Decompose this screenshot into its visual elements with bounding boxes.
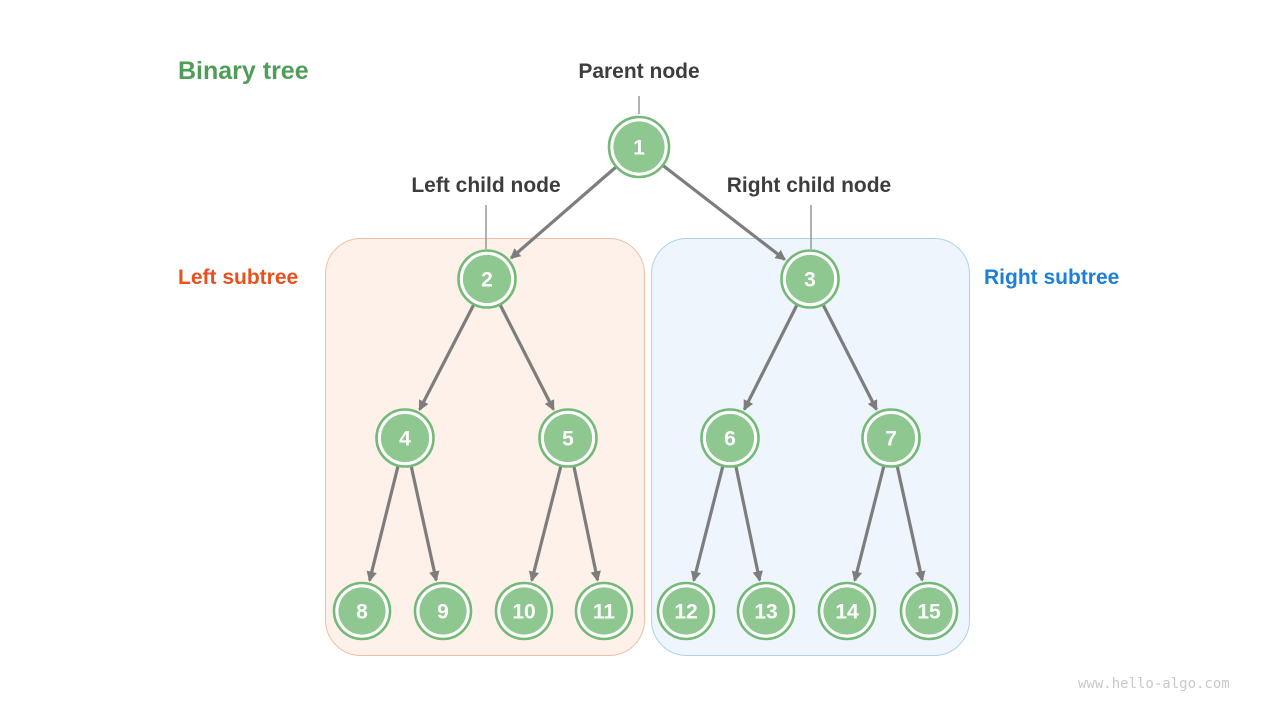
watermark: www.hello-algo.com	[1078, 676, 1230, 692]
tree-edge-6-13	[734, 466, 763, 582]
tree-node-value: 14	[835, 601, 859, 624]
tree-node-15: 15	[899, 581, 959, 641]
tree-node-value: 3	[804, 269, 816, 292]
tree-edge-4-9	[409, 465, 440, 582]
tree-node-value: 11	[593, 601, 616, 624]
tree-node-2: 2	[457, 249, 517, 309]
tree-node-value: 12	[674, 601, 697, 624]
tree-edge-1-2	[509, 165, 618, 260]
tree-node-14: 14	[817, 581, 877, 641]
tree-node-value: 6	[724, 428, 736, 451]
tree-node-12: 12	[656, 581, 716, 641]
tree-edge-3-6	[742, 304, 799, 411]
right-child-node-label: Right child node	[726, 174, 892, 197]
tree-edge-7-15	[895, 465, 926, 582]
right-subtree-label: Right subtree	[984, 266, 1120, 289]
tree-node-value: 13	[754, 601, 777, 624]
tree-node-5: 5	[538, 408, 598, 468]
tree-node-7: 7	[861, 408, 921, 468]
tree-edge-5-11	[572, 466, 601, 582]
parent-node-label: Parent node	[578, 60, 700, 83]
tree-node-9: 9	[413, 581, 473, 641]
left-child-node-label: Left child node	[411, 174, 561, 197]
tree-node-value: 8	[356, 601, 368, 624]
left-subtree-label: Left subtree	[178, 266, 299, 289]
tree-edge-1-3	[662, 164, 786, 261]
tree-node-value: 4	[399, 428, 411, 451]
tree-edge-2-4	[418, 304, 476, 411]
tree-node-value: 10	[512, 601, 535, 624]
tree-node-1: 1	[607, 115, 671, 179]
tree-node-value: 9	[437, 601, 449, 624]
tree-node-value: 15	[917, 601, 941, 624]
tree-edge-7-14	[851, 465, 886, 582]
tree-node-4: 4	[375, 408, 435, 468]
tree-node-6: 6	[700, 408, 760, 468]
tree-edge-2-5	[498, 304, 555, 411]
diagram-title: Binary tree	[178, 57, 309, 85]
tree-node-10: 10	[494, 581, 554, 641]
tree-edge-3-7	[821, 304, 878, 411]
tree-node-8: 8	[332, 581, 392, 641]
tree-node-value: 5	[562, 428, 574, 451]
tree-edge-6-12	[690, 465, 725, 582]
tree-edge-4-8	[366, 465, 400, 582]
tree-node-value: 2	[481, 269, 493, 292]
tree-node-value: 1	[633, 137, 645, 160]
tree-node-13: 13	[736, 581, 796, 641]
tree-node-11: 11	[574, 581, 634, 641]
tree-node-3: 3	[780, 249, 840, 309]
tree-edge-5-10	[528, 465, 563, 582]
tree-node-value: 7	[885, 428, 897, 451]
